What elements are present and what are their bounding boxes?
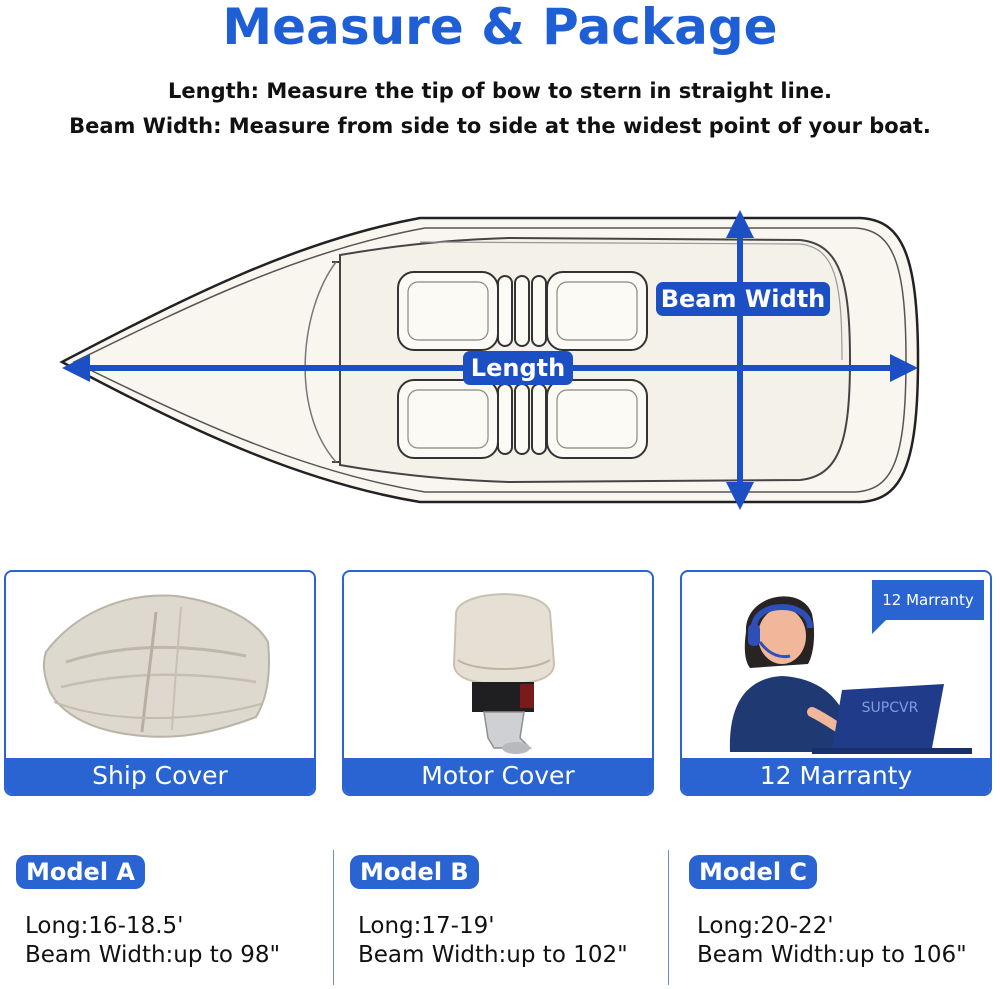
laptop-brand-text: SUPCVR	[862, 700, 919, 716]
model-divider-1	[333, 850, 334, 985]
warranty-ribbon: 12 Marranty	[872, 580, 984, 634]
motor-cover-card: Motor Cover	[342, 570, 654, 796]
folded-cover-image	[42, 594, 271, 738]
model-b-beam: Beam Width:up to 102"	[358, 942, 628, 968]
warranty-card: SUPCVR 12 Marranty 12 Marranty	[680, 570, 992, 796]
length-label: Length	[471, 354, 565, 382]
model-c-badge: Model C	[689, 855, 818, 889]
model-c-length: Long:20-22'	[697, 913, 834, 939]
boat-diagram: Length Beam Width	[59, 210, 920, 510]
support-agent-image: SUPCVR	[729, 596, 972, 754]
beam-instruction: Beam Width: Measure from side to side at…	[69, 114, 931, 138]
model-c-beam: Beam Width:up to 106"	[697, 942, 967, 968]
motor-cover-label: Motor Cover	[344, 758, 652, 794]
ship-cover-card: Ship Cover	[4, 570, 316, 796]
length-instruction: Length: Measure the tip of bow to stern …	[168, 79, 832, 103]
model-b-badge: Model B	[350, 855, 479, 889]
model-a-badge: Model A	[16, 855, 145, 889]
beam-width-label: Beam Width	[661, 285, 826, 313]
model-divider-2	[668, 850, 669, 985]
model-a-length: Long:16-18.5'	[25, 913, 184, 939]
outboard-motor-image	[452, 593, 556, 754]
warranty-label: 12 Marranty	[682, 758, 990, 794]
ship-cover-label: Ship Cover	[6, 758, 314, 794]
model-a-beam: Beam Width:up to 98"	[25, 942, 281, 968]
length-label-bg	[463, 351, 573, 385]
page-title: Measure & Package	[222, 0, 778, 56]
beam-label-bg	[656, 282, 830, 316]
model-b-length: Long:17-19'	[358, 913, 495, 939]
